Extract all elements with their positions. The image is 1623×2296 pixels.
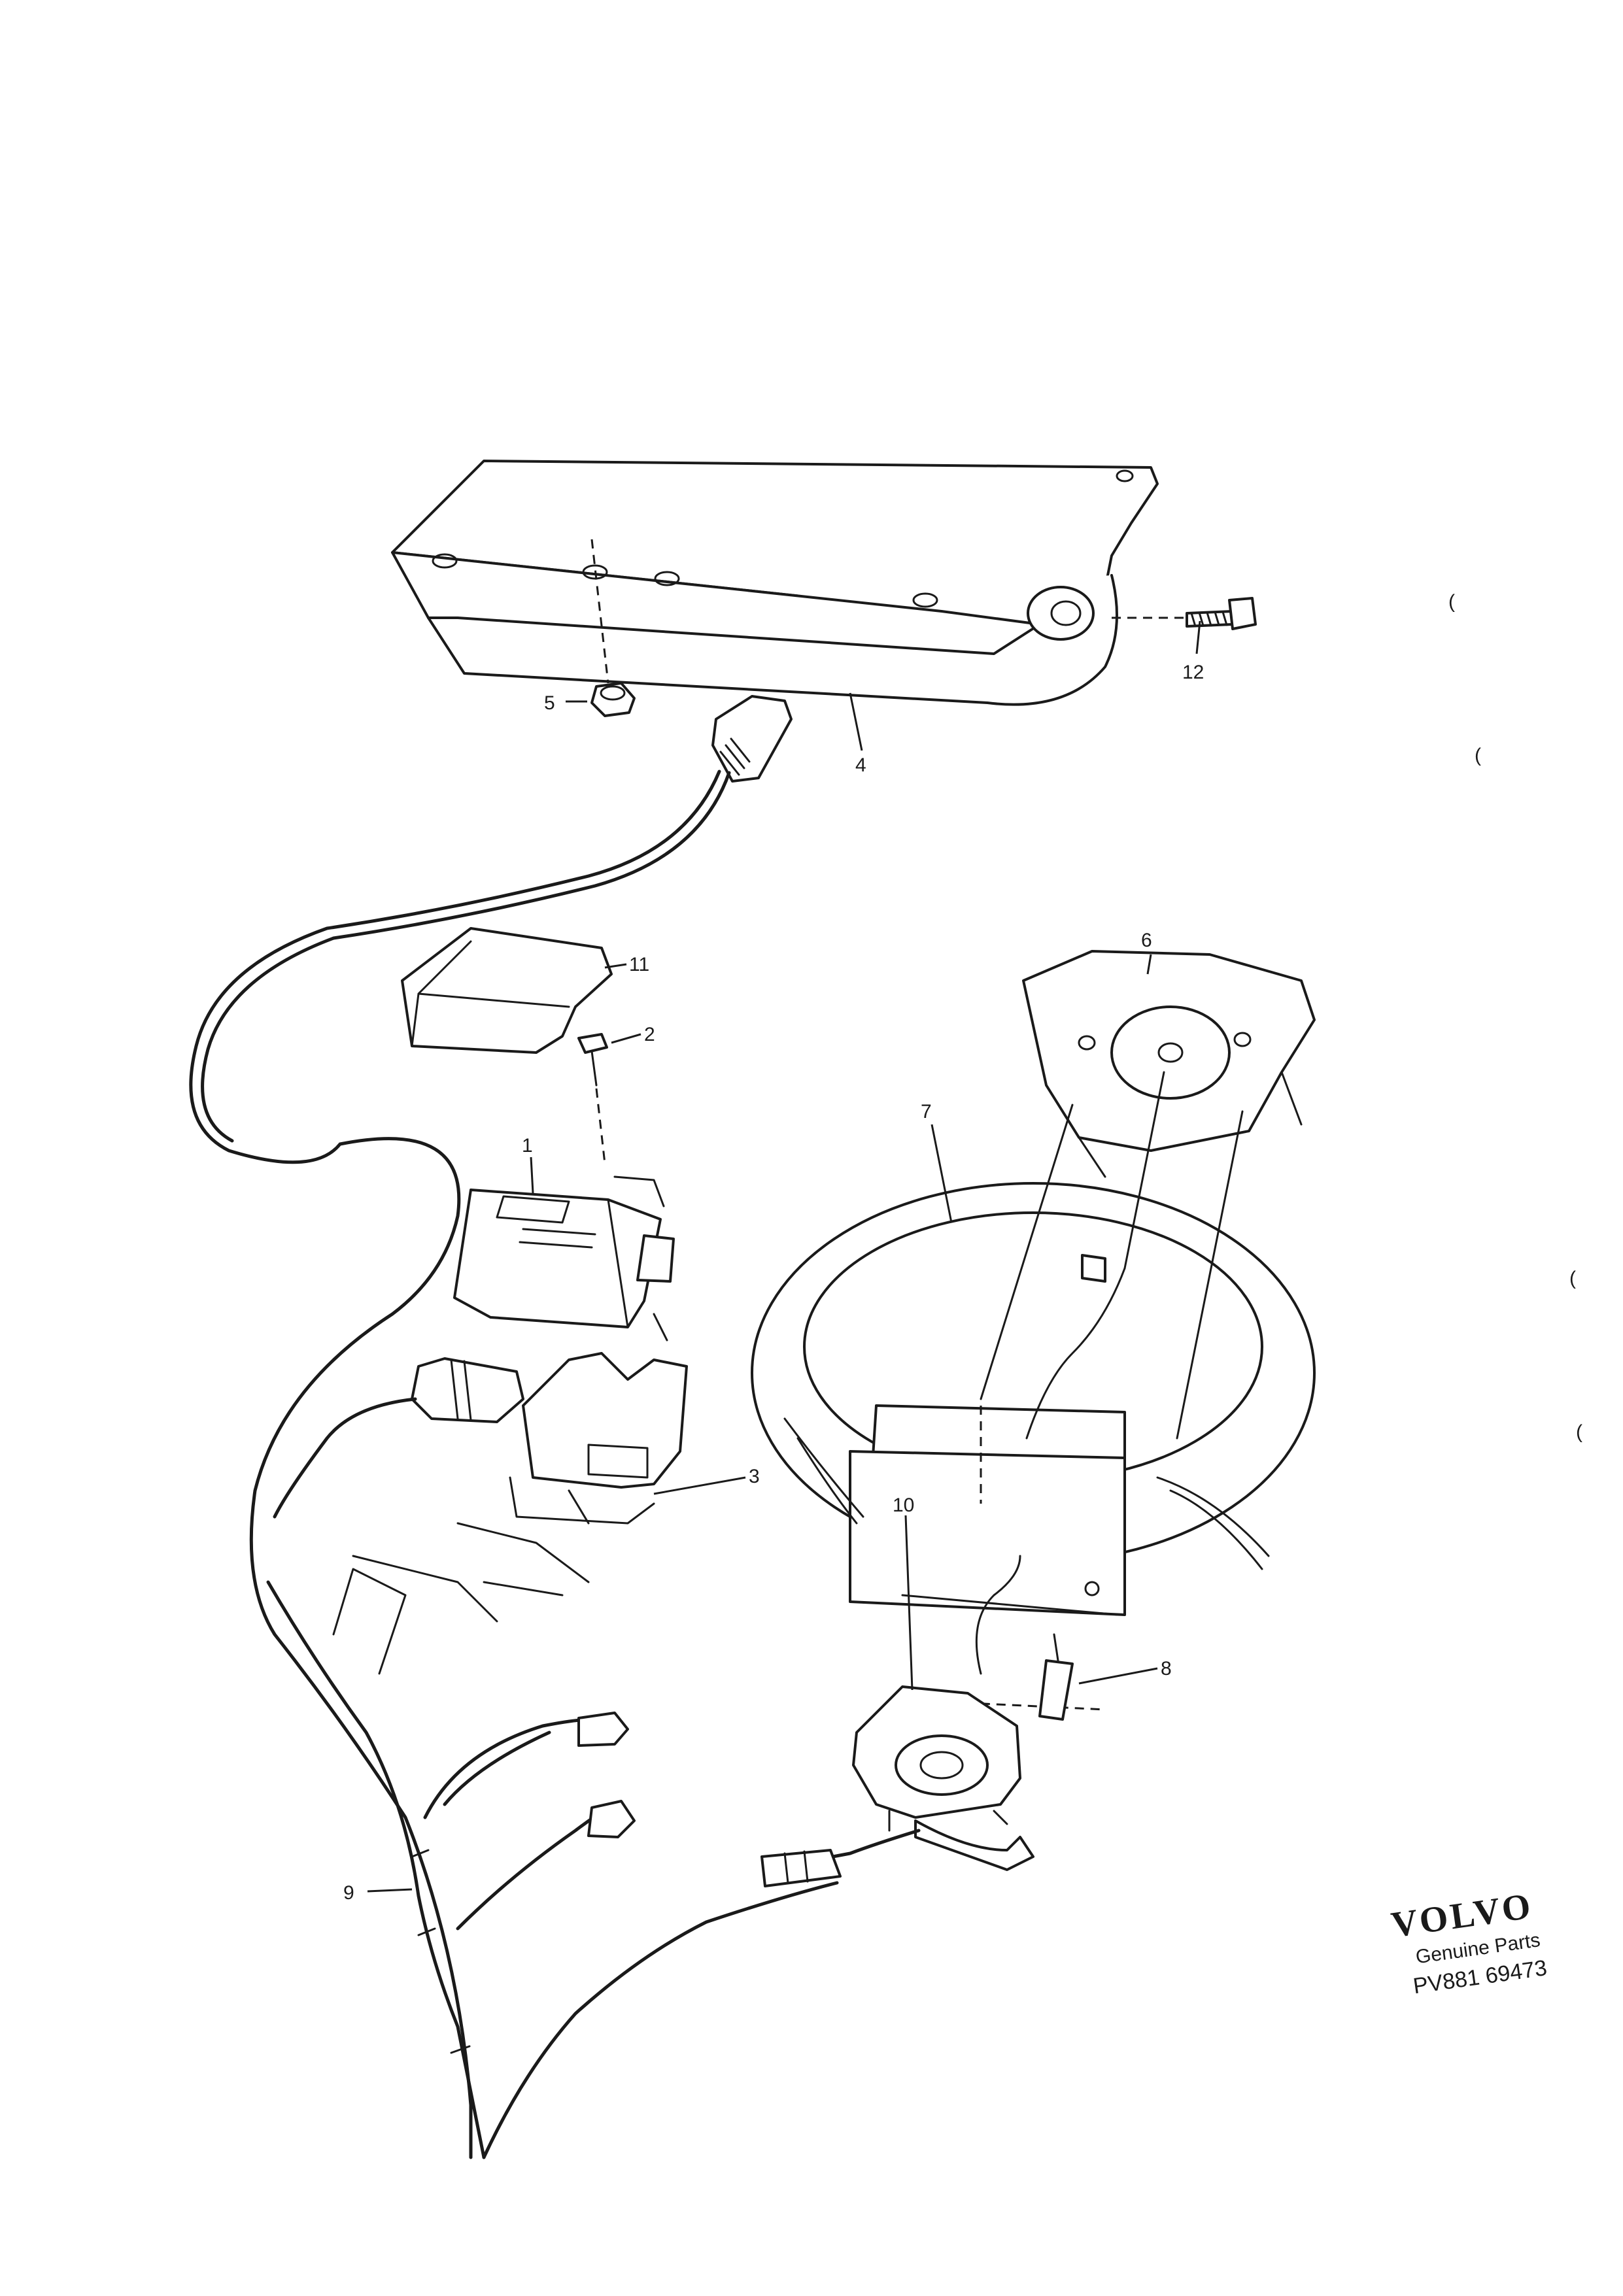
callout-2: 2 (644, 1024, 655, 1045)
passenger-airbag-module (391, 460, 1159, 706)
connector-pin-part-8 (1038, 1633, 1074, 1721)
driver-airbag-part-6 (1022, 950, 1316, 1178)
callout-5: 5 (544, 692, 555, 714)
screw-part-12 (1112, 597, 1257, 630)
wiring-harness-part-9 (266, 1580, 839, 2159)
bracket-part-3 (332, 1352, 688, 1675)
margin-mark: ( (1448, 591, 1455, 613)
steering-wheel-part-7 (751, 1182, 1316, 1711)
margin-mark: ( (1569, 1268, 1576, 1289)
callout-11: 11 (629, 954, 649, 975)
callout-7: 7 (921, 1101, 932, 1123)
callout-8: 8 (1161, 1658, 1172, 1680)
control-unit-part-1 (453, 1175, 675, 1342)
callout-3: 3 (749, 1466, 760, 1487)
callout-12: 12 (1182, 662, 1204, 683)
nut-part-5 (590, 539, 636, 717)
margin-mark: ( (1576, 1421, 1582, 1443)
control-unit-connector (411, 1357, 524, 1423)
volvo-genuine-parts-stamp: VOLVO Genuine Parts PV881 69473 (1389, 1885, 1548, 1999)
margin-mark: ( (1475, 745, 1481, 766)
contact-reel-part-10 (760, 1555, 1034, 1887)
callout-9: 9 (343, 1882, 354, 1904)
callout-4: 4 (855, 754, 866, 776)
module-cover-part-11 (401, 927, 613, 1054)
airbag-harness-connector (711, 695, 793, 783)
screw-part-2 (577, 1033, 608, 1164)
callout-6: 6 (1141, 930, 1152, 951)
callout-1: 1 (522, 1135, 533, 1156)
airbag-cable (189, 769, 721, 2159)
callout-10: 10 (893, 1494, 914, 1516)
